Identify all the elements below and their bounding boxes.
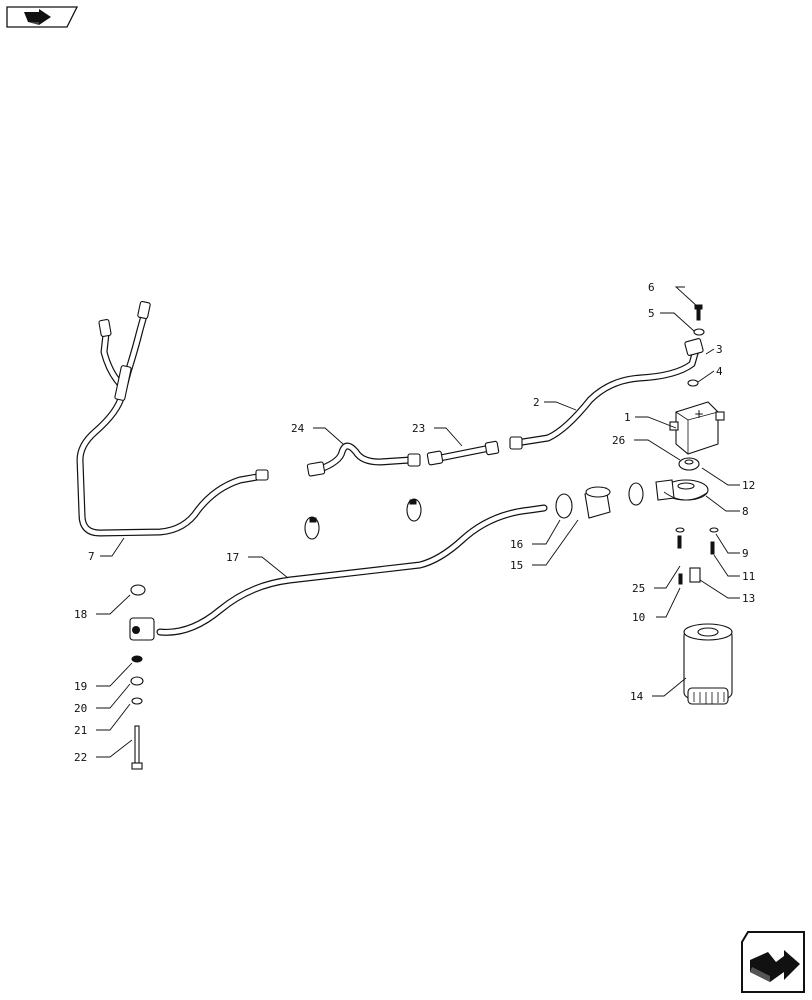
callout-19: 19 [74,680,87,693]
hose-clamps [304,482,644,540]
callout-15: 15 [510,559,523,572]
callout-17: 17 [226,551,239,564]
part-19-seal [131,655,143,663]
callout-12: 12 [742,479,755,492]
part-11-bolt [710,541,715,555]
callout-labels: 1 2 3 4 5 6 7 8 9 10 11 12 13 14 15 16 1… [74,281,755,764]
hardware [130,304,719,770]
part-2-fuel-line [509,338,704,450]
part-13-nipple [689,567,701,583]
callout-4: 4 [716,365,723,378]
part-24-fuel-line [306,442,421,477]
callout-26: 26 [612,434,625,447]
next-page-button[interactable] [740,930,806,994]
callout-22: 22 [74,751,87,764]
part-10-bolt [678,573,683,585]
callout-20: 20 [74,702,87,715]
callout-23: 23 [412,422,425,435]
arrow-forward-icon [741,931,805,993]
callout-21: 21 [74,724,87,737]
part-17-hose [129,504,548,641]
callout-7: 7 [88,550,95,563]
callout-10: 10 [632,611,645,624]
callout-8: 8 [742,505,749,518]
callout-9: 9 [742,547,749,560]
part-5-washer [693,328,705,336]
part-8-filter-head [655,479,709,501]
callout-13: 13 [742,592,755,605]
part-26-washer [678,457,700,471]
callout-18: 18 [74,608,87,621]
part-15-sleeve [584,486,611,519]
part-7-fuel-line [76,300,269,537]
svg-text:+: + [694,407,704,421]
callout-3: 3 [716,343,723,356]
callout-11: 11 [742,570,755,583]
callout-5: 5 [648,307,655,320]
callout-1: 1 [624,411,631,424]
callout-6: 6 [648,281,655,294]
callout-24: 24 [291,422,305,435]
part-16-clamp [555,493,573,519]
part-18-washer [130,584,146,596]
part-23-pipe [426,440,500,466]
callout-2: 2 [533,396,540,409]
part-21-washer [131,697,143,705]
callout-leaders [96,286,740,758]
part-25-bolt [677,535,682,549]
callout-14: 14 [630,690,644,703]
part-1-pump: + [669,401,725,455]
previous-page-button[interactable] [6,6,79,28]
part-9-washer [709,527,719,533]
part-20-washer [130,676,144,686]
callout-16: 16 [510,538,523,551]
part-6-bolt [696,307,701,321]
arrow-back-icon [6,6,79,28]
part-14-filter [683,623,733,705]
callout-25: 25 [632,582,645,595]
part-22-bolt [134,725,140,765]
part-4-washer [687,379,699,387]
